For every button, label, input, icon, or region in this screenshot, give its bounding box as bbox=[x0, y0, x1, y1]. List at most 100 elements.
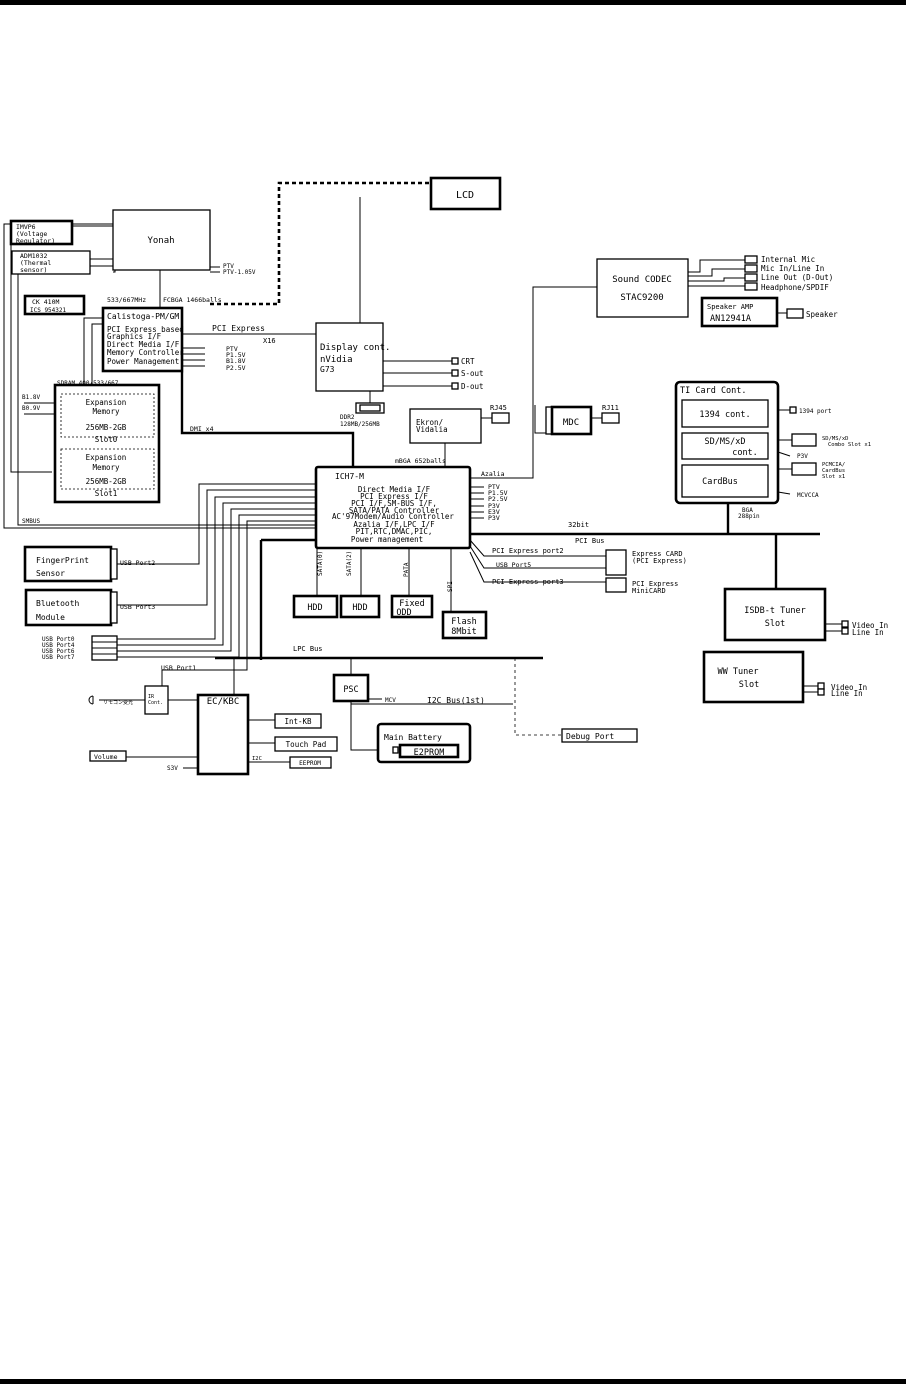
pci-bus-label: PCI Bus bbox=[575, 537, 605, 545]
mem-rail-b18: B1.8V bbox=[22, 394, 40, 401]
svg-text:Video In: Video In bbox=[831, 683, 867, 692]
svg-text:Debug Port: Debug Port bbox=[566, 732, 614, 741]
svg-text:LCD: LCD bbox=[456, 190, 474, 201]
svg-text:CardBus: CardBus bbox=[822, 468, 845, 474]
usb-ports: USB Port0 USB Port4 USB Port6 USB Port7 bbox=[42, 635, 118, 661]
svg-text:PCI Express based: PCI Express based bbox=[107, 325, 184, 334]
svg-text:Module: Module bbox=[36, 613, 65, 622]
lpc-bus-label: LPC Bus bbox=[293, 645, 323, 653]
ddr2-vram: DDR2 128MB/256MB bbox=[340, 402, 385, 428]
s3v-label: S3V bbox=[167, 765, 178, 772]
svg-text:sensor): sensor) bbox=[20, 266, 47, 274]
x16-label: X16 bbox=[263, 337, 276, 345]
svg-text:G73: G73 bbox=[320, 365, 335, 374]
bluetooth-module: Bluetooth Module bbox=[24, 588, 118, 627]
svg-text:Expansion: Expansion bbox=[86, 398, 127, 407]
svg-text:ADM1032: ADM1032 bbox=[20, 252, 47, 260]
ir-controller: IR Cont. bbox=[144, 685, 169, 715]
svg-text:Ekron/: Ekron/ bbox=[416, 418, 443, 427]
svg-text:P3V: P3V bbox=[488, 502, 500, 510]
svg-text:Sound CODEC: Sound CODEC bbox=[612, 275, 672, 285]
svg-text:128MB/256MB: 128MB/256MB bbox=[340, 421, 380, 428]
svg-text:DDR2: DDR2 bbox=[340, 414, 355, 421]
svg-text:PIT,RTC,DMAC,PIC,: PIT,RTC,DMAC,PIC, bbox=[356, 527, 433, 536]
ec-kbc: EC/KBC bbox=[196, 693, 250, 776]
connector-lines bbox=[3, 181, 842, 769]
svg-text:P3V: P3V bbox=[488, 514, 500, 522]
i2c-label: I2C bbox=[252, 756, 262, 762]
svg-text:Video In: Video In bbox=[852, 621, 888, 630]
svg-text:Yonah: Yonah bbox=[147, 236, 174, 246]
svg-text:ISDB-t Tuner: ISDB-t Tuner bbox=[744, 606, 805, 616]
svg-text:FingerPrint: FingerPrint bbox=[36, 556, 89, 565]
svg-text:Slot: Slot bbox=[765, 619, 785, 629]
svg-text:D-out: D-out bbox=[461, 382, 484, 391]
svg-text:SATA(2): SATA(2) bbox=[346, 551, 353, 576]
yonah-cpu: Yonah PTV PTV-1.05V bbox=[112, 209, 256, 276]
svg-text:Fixed: Fixed bbox=[399, 599, 425, 609]
rj11-jack: RJ11 bbox=[601, 404, 620, 424]
pci-express-label: PCI Express bbox=[212, 324, 265, 333]
svg-text:CRT: CRT bbox=[461, 357, 475, 366]
ti-card-peripherals: 1394 port SD/MS/xD Combo Slot x1 P3V PCM… bbox=[738, 406, 871, 520]
svg-text:Calistoga-PM/GM: Calistoga-PM/GM bbox=[107, 312, 179, 321]
svg-text:SPI: SPI bbox=[447, 581, 454, 592]
svg-text:256MB-2GB: 256MB-2GB bbox=[86, 477, 127, 486]
svg-text:P1.5V: P1.5V bbox=[488, 489, 508, 497]
svg-text:Azalia I/F,LPC I/F: Azalia I/F,LPC I/F bbox=[353, 520, 435, 529]
smbus-label: SMBUS bbox=[22, 518, 40, 525]
svg-text:PCI Express I/F: PCI Express I/F bbox=[360, 492, 428, 501]
adm1032-thermal-sensor: ADM1032 (Thermal sensor) bbox=[11, 250, 91, 275]
svg-text:Power management: Power management bbox=[351, 535, 423, 544]
svg-text:Slot: Slot bbox=[739, 680, 759, 690]
svg-text:Int-KB: Int-KB bbox=[284, 717, 312, 726]
svg-text:P2.5V: P2.5V bbox=[488, 495, 508, 503]
svg-text:Vidalia: Vidalia bbox=[416, 425, 448, 434]
calistoga-northbridge: Calistoga-PM/GM PCI Express based Graphi… bbox=[101, 306, 246, 373]
svg-text:HDD: HDD bbox=[352, 603, 367, 613]
svg-text:Memory: Memory bbox=[92, 463, 120, 472]
svg-text:Memory: Memory bbox=[92, 407, 120, 416]
svg-text:Internal Mic: Internal Mic bbox=[761, 255, 815, 264]
eeprom: EEPROM bbox=[289, 756, 332, 769]
hdd-2: HDD bbox=[339, 594, 381, 619]
svg-text:MDC: MDC bbox=[563, 418, 579, 428]
svg-text:P2.5V: P2.5V bbox=[226, 364, 246, 372]
memory-slots: Expansion Memory 256MB-2GB Slot0 Expansi… bbox=[53, 383, 161, 504]
lcd-panel: LCD bbox=[429, 176, 502, 211]
svg-text:Slot x1: Slot x1 bbox=[822, 474, 845, 480]
svg-text:MCV: MCV bbox=[385, 697, 396, 704]
fcbga-label: FCBGA 1466balls bbox=[163, 296, 222, 304]
mbga-label: mBGA 652balls bbox=[395, 457, 446, 465]
svg-text:ICH7-M: ICH7-M bbox=[335, 472, 364, 481]
svg-text:USB Port7: USB Port7 bbox=[42, 654, 75, 661]
svg-text:cont.: cont. bbox=[732, 448, 758, 458]
svg-text:CK 410M: CK 410M bbox=[32, 298, 59, 306]
svg-text:SATA(0): SATA(0) bbox=[317, 551, 324, 576]
svg-text:8Mbit: 8Mbit bbox=[451, 627, 477, 637]
svg-text:(PCI Express): (PCI Express) bbox=[632, 557, 687, 565]
svg-text:RJ45: RJ45 bbox=[490, 404, 507, 412]
svg-text:Main Battery: Main Battery bbox=[384, 733, 442, 742]
display-outputs: CRT S-out D-out bbox=[451, 357, 484, 391]
debug-port: Debug Port bbox=[561, 728, 638, 743]
svg-text:Graphics I/F: Graphics I/F bbox=[107, 332, 162, 341]
svg-text:PTV: PTV bbox=[226, 345, 238, 353]
svg-text:Line In: Line In bbox=[852, 628, 884, 637]
main-battery: Main Battery E2PROM bbox=[376, 722, 472, 764]
speaker-amp: Speaker AMP AN12941A bbox=[700, 296, 779, 328]
svg-text:ODD: ODD bbox=[396, 608, 411, 618]
speaker: Speaker bbox=[786, 308, 838, 319]
pci-express-slots: PCI Express port2 USB Port5 PCI Express … bbox=[492, 547, 687, 595]
svg-text:Direct Media I/F: Direct Media I/F bbox=[107, 340, 180, 349]
svg-text:PCI Express port3: PCI Express port3 bbox=[492, 578, 564, 586]
svg-text:Cont.: Cont. bbox=[148, 700, 163, 706]
svg-text:WW Tuner: WW Tuner bbox=[718, 667, 759, 677]
mem-rail-b09: B0.9V bbox=[22, 405, 40, 412]
svg-text:ICS 954321: ICS 954321 bbox=[30, 307, 67, 314]
slot1-label: Slot1 bbox=[95, 489, 118, 498]
slot0-label: Slot0 bbox=[95, 435, 118, 444]
audio-ports: Internal Mic Mic In/Line In Line Out (D-… bbox=[744, 255, 833, 292]
svg-text:IMVP6: IMVP6 bbox=[16, 223, 36, 231]
